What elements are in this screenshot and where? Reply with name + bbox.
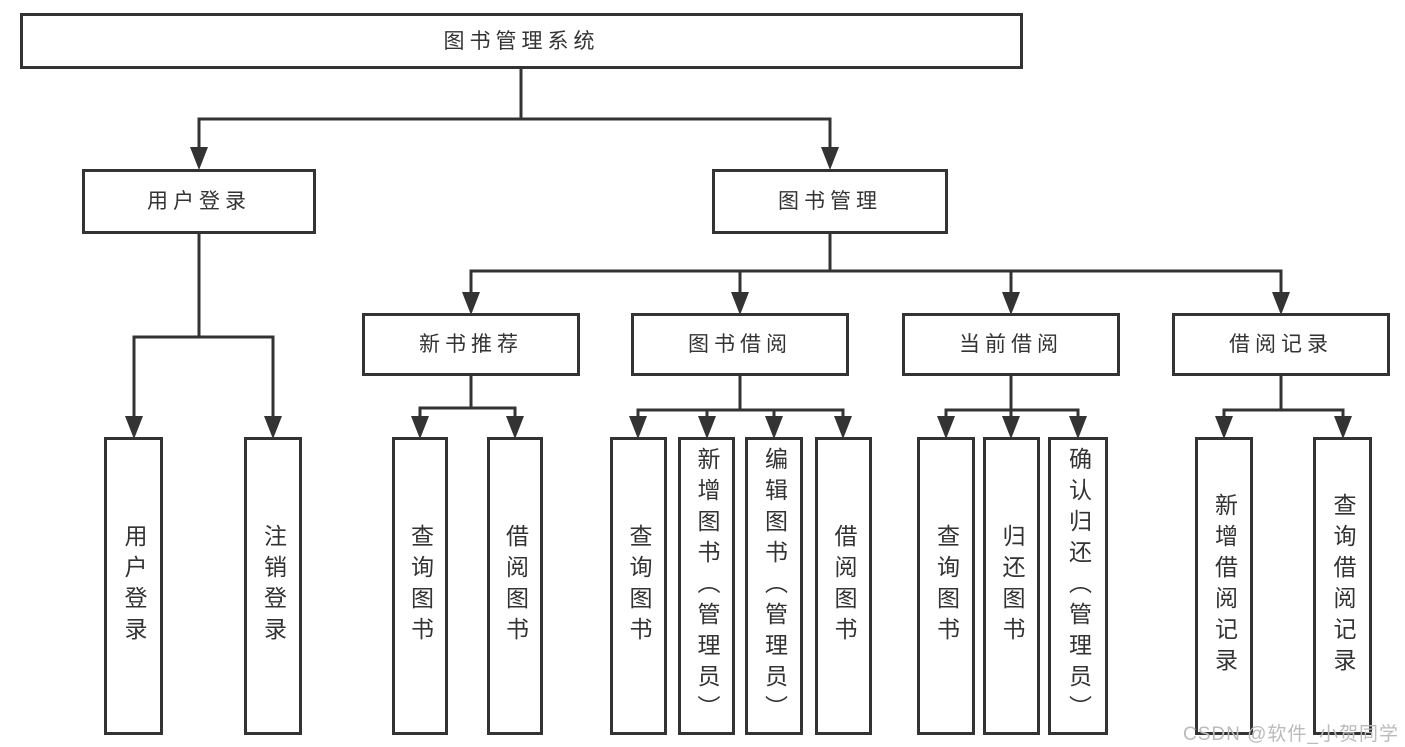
arrowhead [1069, 416, 1087, 439]
node-book-mgmt: 图书管理 [712, 169, 948, 234]
leaf-return-book: 归还图书 [983, 437, 1040, 735]
node-label: 查询图书 [933, 524, 960, 648]
leaf-query-books-1: 查询图书 [392, 437, 448, 735]
arrowhead [411, 416, 429, 439]
leaf-logout: 注销登录 [244, 437, 302, 735]
connector-current-borrow [944, 372, 1080, 422]
node-label: 新书推荐 [419, 333, 523, 356]
node-label: 用户登录 [121, 524, 147, 648]
arrowhead [462, 292, 480, 315]
arrowhead [821, 147, 839, 170]
arrowhead [1334, 416, 1352, 439]
leaf-add-borrow-record: 新增借阅记录 [1195, 437, 1253, 735]
connector-borrow-records [1222, 372, 1345, 422]
node-label: 查询图书 [407, 524, 434, 648]
arrowhead [698, 416, 716, 439]
leaf-borrow-books-2: 借阅图书 [815, 437, 872, 735]
node-label: 注销登录 [260, 524, 287, 648]
node-label: 图书管理系统 [443, 29, 600, 53]
node-label: 借阅图书 [831, 524, 857, 648]
node-label: 查询借阅记录 [1330, 493, 1356, 679]
node-current-borrow: 当前借阅 [902, 313, 1120, 376]
node-label: 图书借阅 [688, 333, 792, 356]
node-new-books: 新书推荐 [362, 313, 580, 376]
arrowhead [264, 416, 282, 439]
arrowhead [629, 416, 647, 439]
connector-book-borrow [636, 372, 845, 422]
node-label: 当前借阅 [959, 333, 1063, 356]
arrowhead [1002, 292, 1020, 315]
leaf-edit-book-admin: 编辑图书（管理员） [745, 437, 803, 735]
arrowhead [125, 416, 143, 439]
leaf-user-login: 用户登录 [104, 437, 163, 735]
node-label: 编辑图书（管理员） [761, 446, 788, 726]
leaf-query-books-2: 查询图书 [610, 437, 667, 735]
node-label: 新增图书（管理员） [694, 446, 720, 726]
leaf-add-book-admin: 新增图书（管理员） [678, 437, 735, 735]
arrowhead [937, 416, 955, 439]
node-label: 查询图书 [626, 524, 652, 648]
connector-new-books [418, 372, 517, 422]
arrowhead [1215, 416, 1233, 439]
node-user-login: 用户登录 [82, 169, 316, 234]
node-label: 借阅图书 [502, 524, 529, 648]
arrowhead [190, 147, 208, 170]
node-label: 用户登录 [147, 190, 251, 213]
csdn-watermark: CSDN @软件_小贺同学 [1183, 724, 1399, 745]
connector-user-login [132, 230, 275, 422]
arrowhead [834, 416, 852, 439]
node-borrow-records: 借阅记录 [1172, 313, 1390, 376]
node-label: 确认归还（管理员） [1065, 446, 1092, 726]
leaf-borrow-books-1: 借阅图书 [487, 437, 543, 735]
node-label: 图书管理 [778, 190, 882, 213]
arrowhead [1272, 292, 1290, 315]
arrowhead [1002, 416, 1020, 439]
node-label: 归还图书 [999, 524, 1025, 648]
leaf-query-books-3: 查询图书 [917, 437, 975, 735]
node-label: 新增借阅记录 [1211, 493, 1238, 679]
leaf-query-borrow-record: 查询借阅记录 [1313, 437, 1372, 735]
node-label: 借阅记录 [1229, 333, 1333, 356]
arrowhead [765, 416, 783, 439]
node-book-borrow: 图书借阅 [631, 313, 849, 376]
arrowhead [506, 416, 524, 439]
connector-book-mgmt [469, 230, 1283, 298]
node-root: 图书管理系统 [20, 13, 1023, 69]
leaf-confirm-return-admin: 确认归还（管理员） [1048, 437, 1108, 735]
connector-root [197, 64, 832, 152]
arrowhead [731, 292, 749, 315]
